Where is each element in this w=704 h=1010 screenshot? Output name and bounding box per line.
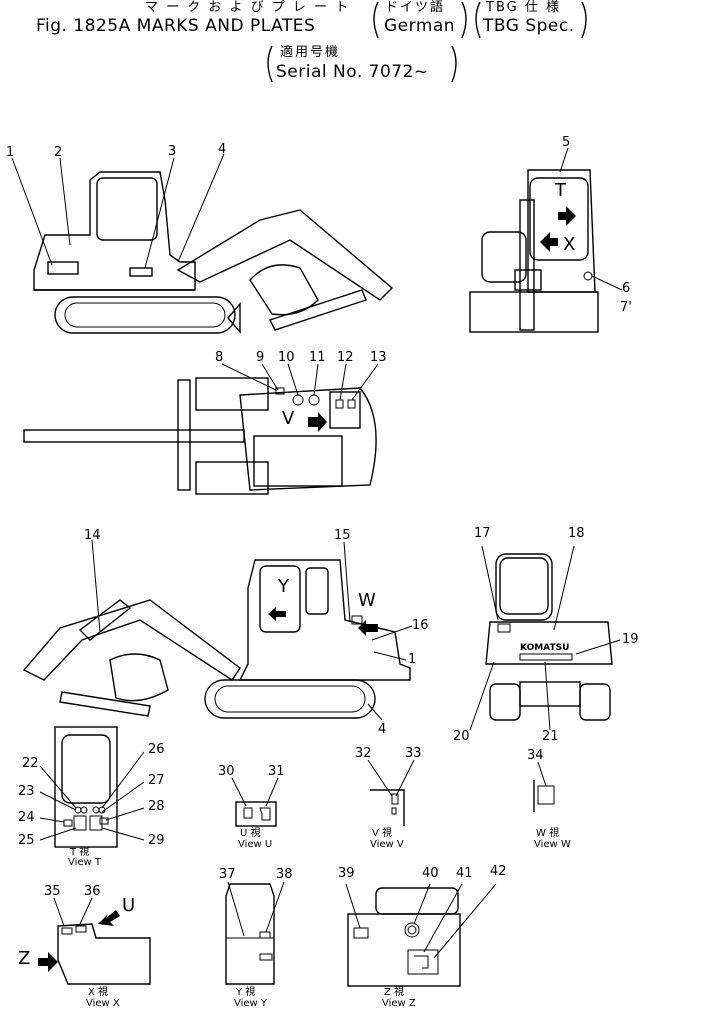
view-u-jp: U 視 bbox=[240, 828, 261, 839]
callout-34: 34 bbox=[527, 748, 544, 763]
callout-5: 5 bbox=[562, 135, 571, 150]
language-label: German bbox=[384, 16, 456, 36]
rear-view bbox=[469, 147, 623, 333]
view-w-caption: View W bbox=[534, 839, 571, 850]
side-view-right bbox=[11, 153, 394, 334]
callout-25: 25 bbox=[18, 833, 35, 848]
callout-27: 27 bbox=[148, 773, 165, 788]
rear-view-2 bbox=[469, 545, 621, 731]
callout-31: 31 bbox=[268, 764, 285, 779]
view-z-jp: Z 視 bbox=[384, 987, 405, 998]
figure-title: Fig. 1825A MARKS AND PLATES bbox=[36, 16, 316, 36]
view-v-caption: View V bbox=[370, 839, 404, 850]
language-jp: ドイツ語 bbox=[385, 0, 446, 15]
callout-28: 28 bbox=[148, 799, 165, 814]
callout-1b: 1 bbox=[408, 652, 417, 667]
callout-26: 26 bbox=[148, 742, 165, 757]
serial-label: Serial No. 7072~ bbox=[276, 62, 429, 82]
top-view bbox=[23, 363, 379, 495]
callout-1: 1 bbox=[6, 145, 15, 160]
callout-24: 24 bbox=[18, 810, 35, 825]
callout-4b: 4 bbox=[378, 722, 387, 737]
callout-36: 36 bbox=[84, 884, 101, 899]
callout-10: 10 bbox=[278, 350, 295, 365]
view-w-panel bbox=[533, 761, 555, 812]
view-letter-u: U bbox=[122, 895, 136, 916]
callout-14: 14 bbox=[84, 528, 101, 543]
view-x-panel bbox=[38, 897, 151, 985]
view-letter-y: Y bbox=[278, 576, 289, 597]
callout-29: 29 bbox=[148, 833, 165, 848]
side-view-left bbox=[22, 539, 413, 721]
callout-6: 6 bbox=[622, 281, 631, 296]
callout-21: 21 bbox=[542, 729, 559, 744]
serial-jp: 適用号機 bbox=[280, 45, 341, 60]
komatsu-plate: KOMATSU bbox=[520, 643, 570, 653]
callout-42: 42 bbox=[490, 864, 507, 879]
callout-8: 8 bbox=[215, 350, 224, 365]
header-jp-caption: マ ー ク お よ び プ レ ー ト bbox=[145, 0, 351, 15]
callout-33: 33 bbox=[405, 746, 422, 761]
view-t-panel bbox=[39, 726, 145, 848]
callout-2: 2 bbox=[54, 145, 63, 160]
callout-40: 40 bbox=[422, 866, 439, 881]
callout-9: 9 bbox=[256, 350, 265, 365]
view-letter-x: X bbox=[563, 234, 576, 255]
callout-41: 41 bbox=[456, 866, 473, 881]
callout-38: 38 bbox=[276, 867, 293, 882]
view-x-jp: X 視 bbox=[88, 987, 109, 998]
callout-17: 17 bbox=[474, 526, 491, 541]
callout-20: 20 bbox=[453, 729, 470, 744]
callout-39: 39 bbox=[338, 866, 355, 881]
view-w-jp: W 視 bbox=[536, 828, 560, 839]
view-letter-v: V bbox=[282, 408, 295, 429]
callout-22: 22 bbox=[22, 756, 39, 771]
callout-3: 3 bbox=[168, 144, 177, 159]
view-z-panel bbox=[345, 883, 497, 987]
spec-jp: TBG 仕 様 bbox=[486, 0, 561, 15]
callout-32: 32 bbox=[355, 746, 372, 761]
callout-11: 11 bbox=[309, 350, 326, 365]
callout-37: 37 bbox=[219, 867, 236, 882]
callout-15: 15 bbox=[334, 528, 351, 543]
callout-18: 18 bbox=[568, 526, 585, 541]
callout-13: 13 bbox=[370, 350, 387, 365]
callout-12: 12 bbox=[337, 350, 354, 365]
view-u-caption: View U bbox=[238, 839, 273, 850]
view-letter-z: Z bbox=[18, 948, 31, 969]
callout-30: 30 bbox=[218, 764, 235, 779]
view-v-jp: V 視 bbox=[372, 828, 393, 839]
view-v-panel bbox=[367, 759, 415, 826]
callout-35: 35 bbox=[44, 884, 61, 899]
view-letter-t: T bbox=[555, 180, 566, 201]
view-y-jp: Y 視 bbox=[236, 987, 256, 998]
view-x-caption: View X bbox=[86, 998, 120, 1009]
view-z-caption: View Z bbox=[382, 998, 416, 1009]
view-y-caption: View Y bbox=[234, 998, 268, 1009]
callout-19: 19 bbox=[622, 632, 639, 647]
callout-16: 16 bbox=[412, 618, 429, 633]
view-u-panel bbox=[231, 777, 279, 827]
view-y-panel bbox=[225, 881, 285, 985]
callout-4: 4 bbox=[218, 142, 227, 157]
view-t-jp: T 視 bbox=[70, 847, 90, 858]
spec-label: TBG Spec. bbox=[483, 16, 575, 36]
callout-7: 7' bbox=[620, 300, 632, 315]
callout-23: 23 bbox=[18, 784, 35, 799]
view-t-caption: View T bbox=[68, 857, 102, 868]
view-letter-w: W bbox=[358, 590, 376, 611]
